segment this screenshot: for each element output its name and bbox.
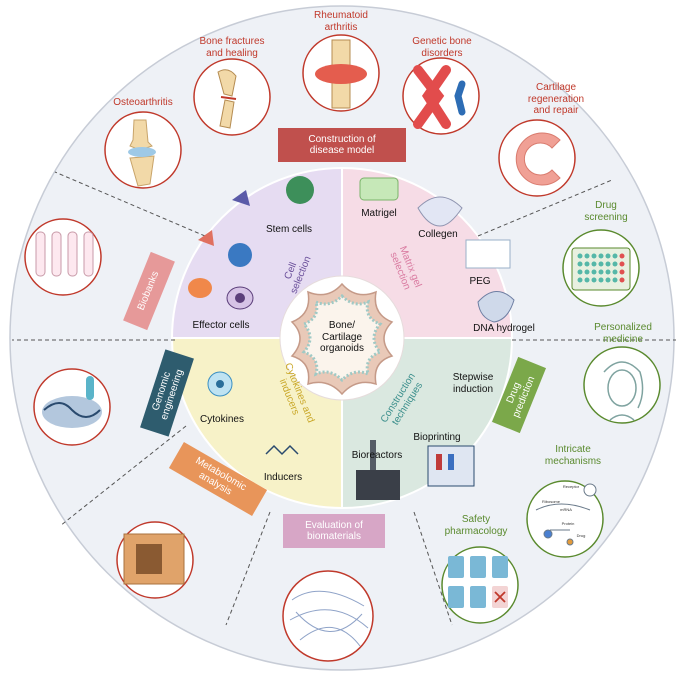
personal-line2: medicine: [602, 333, 644, 345]
safety-line2: pharmacology: [444, 525, 508, 537]
fracture-label: Bone fractures and healing: [176, 36, 288, 59]
bone-fracture-icon: [193, 58, 271, 136]
matrigel-label: Matrigel: [361, 208, 397, 219]
header-box-line1: Construction of: [308, 133, 376, 145]
cartilage-label: Cartilage regeneration and repair: [516, 82, 596, 117]
genetic-label: Genetic bone disorders: [394, 36, 490, 59]
well-plate-drawing: [571, 247, 631, 291]
bioreactor-drawing: [356, 440, 400, 500]
bioprinting-label: Bioprinting: [413, 432, 461, 443]
chromosome-drawing: [413, 65, 466, 129]
personal-line1: Personalized: [594, 322, 652, 333]
mech-protein: Protein: [561, 521, 575, 526]
test-tubes-drawing: [35, 231, 94, 277]
personalized-medicine-icon: [583, 346, 661, 424]
peg-drawing: [465, 239, 511, 269]
mech-drug: Drug: [576, 533, 586, 538]
face-drawing: [603, 361, 644, 421]
footer-box-line1: Evaluation of: [305, 519, 363, 531]
bioreactors-label: Bioreactors: [351, 450, 403, 461]
peg-label: PEG: [469, 276, 491, 287]
effector-cells-label: Effector cells: [192, 320, 250, 331]
mech-ribosome: Ribosome: [541, 499, 560, 504]
intricate-line2: mechanisms: [544, 455, 602, 467]
mech-mrna: mRNA: [560, 507, 572, 512]
stepwise-line2: induction: [452, 383, 494, 395]
fracture-line2: and healing: [206, 47, 258, 59]
rheum-line1: Rheumatoid: [314, 10, 368, 21]
stem-cells-label: Stem cells: [265, 224, 313, 235]
dna-hydrogel-drawing: [477, 291, 515, 323]
stepwise-line1: Stepwise: [452, 372, 494, 383]
cartilage-line2: regeneration: [527, 93, 585, 105]
inducer-drawing: [265, 444, 299, 456]
knee-drawing: [128, 119, 156, 187]
rheumatoid-joint-drawing: [315, 39, 367, 109]
instrument-drawing: [123, 533, 185, 585]
safety-line1: Safety: [461, 514, 491, 525]
fractured-bone-drawing: [217, 69, 237, 129]
bottles-drawing: [448, 556, 508, 608]
osteoarthritis-label: Osteoarthritis: [113, 97, 173, 108]
bioprinter-drawing: [427, 445, 475, 487]
safety-label: Safety pharmacology: [426, 514, 526, 537]
footer-box-line2: biomaterials: [307, 531, 361, 542]
fiber-drawing: [289, 590, 369, 647]
intricate-label: Intricate mechanisms: [530, 444, 616, 467]
screen-line2: screening: [584, 211, 628, 223]
dna-drawing: [42, 376, 102, 428]
collagen-label: Collegen: [418, 229, 458, 240]
cartilage-line3: and repair: [533, 105, 579, 116]
genetic-line1: Genetic bone: [412, 36, 472, 47]
collagen-drawing: [417, 196, 463, 227]
center-line1: Bone/: [328, 320, 356, 331]
stem-cell-drawing: [198, 176, 314, 267]
organoid-center: [279, 275, 405, 401]
fracture-line1: Bone fractures: [199, 36, 265, 47]
cytokines-label: Cytokines: [200, 414, 244, 425]
meniscus-drawing: [515, 132, 561, 186]
effector-cell-drawing: [188, 278, 254, 310]
center-line3: organoids: [320, 343, 364, 354]
personalized-label: Personalized medicine: [578, 322, 668, 345]
mech-receptor: Receptor: [562, 484, 580, 489]
inducers-label: Inducers: [263, 472, 303, 483]
rheumatoid-label: Rheumatoid arthritis: [290, 10, 392, 33]
stepwise-induction-label: Stepwise induction: [440, 372, 506, 395]
screen-line1: Drug: [595, 200, 617, 211]
dna-hydrogel-label: DNA hydrogel: [473, 323, 535, 334]
header-box-line2: disease model: [309, 145, 375, 156]
genetic-line2: disorders: [421, 47, 463, 59]
intricate-line1: Intricate: [555, 444, 591, 455]
construction-of-disease-model-box: Construction of disease model: [278, 128, 406, 162]
center-line2: Cartilage: [321, 331, 363, 343]
evaluation-of-biomaterials-box: Evaluation of biomaterials: [283, 514, 385, 548]
drug-screening-label: Drug screening: [568, 200, 644, 223]
cytokine-drawing: [207, 371, 233, 397]
matrigel-drawing: [359, 177, 399, 201]
cartilage-line1: Cartilage: [535, 82, 577, 93]
organoid-label: Bone/ Cartilage organoids: [302, 320, 382, 355]
rheum-line2: arthritis: [324, 21, 358, 33]
pathway-drawing: [535, 483, 597, 546]
